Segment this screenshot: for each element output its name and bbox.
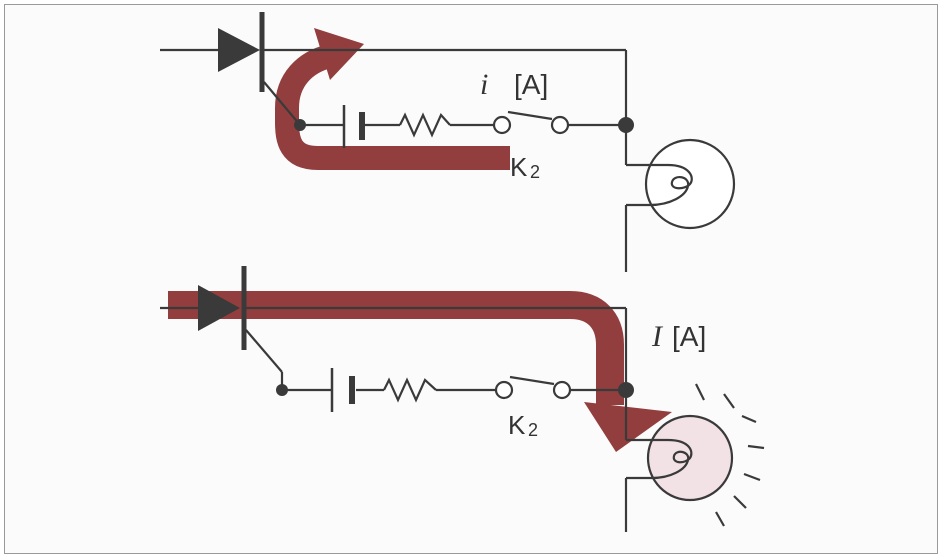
bottom-lamp-icon: [646, 414, 734, 502]
top-switch-label: K: [510, 152, 528, 182]
top-wires: [160, 48, 650, 272]
bottom-current-label-unit: [A]: [672, 321, 706, 352]
top-battery-icon: [342, 105, 365, 148]
bottom-junction-left: [276, 384, 288, 396]
bottom-wires: [160, 306, 652, 532]
bottom-current-arrow: [168, 291, 672, 452]
figure-frame: [4, 4, 938, 554]
bottom-junction-right: [618, 382, 634, 398]
top-current-label-unit: [A]: [514, 69, 548, 100]
bottom-circuit: I [A] K 2: [160, 266, 765, 532]
bottom-switch-subscript: 2: [528, 420, 538, 440]
bottom-switch-label: K: [508, 410, 526, 440]
top-junction-left: [294, 119, 306, 131]
lamp-light-rays-icon: [695, 383, 765, 527]
top-switch-subscript: 2: [530, 162, 540, 182]
top-junction-right: [618, 117, 634, 133]
top-lamp-icon: [644, 138, 736, 230]
top-resistor-icon: [399, 112, 451, 138]
bottom-resistor-icon: [383, 377, 437, 403]
top-circuit: i [A] K 2: [160, 12, 736, 272]
bottom-current-label-var: I: [651, 320, 664, 353]
top-switch-icon: [492, 110, 570, 135]
top-current-label-var: i: [480, 68, 488, 101]
top-diode-icon: [218, 12, 265, 92]
bottom-diode-icon: [198, 266, 247, 350]
top-current-arrow: [275, 28, 510, 170]
bottom-switch-icon: [494, 375, 572, 400]
bottom-battery-icon: [330, 368, 355, 412]
